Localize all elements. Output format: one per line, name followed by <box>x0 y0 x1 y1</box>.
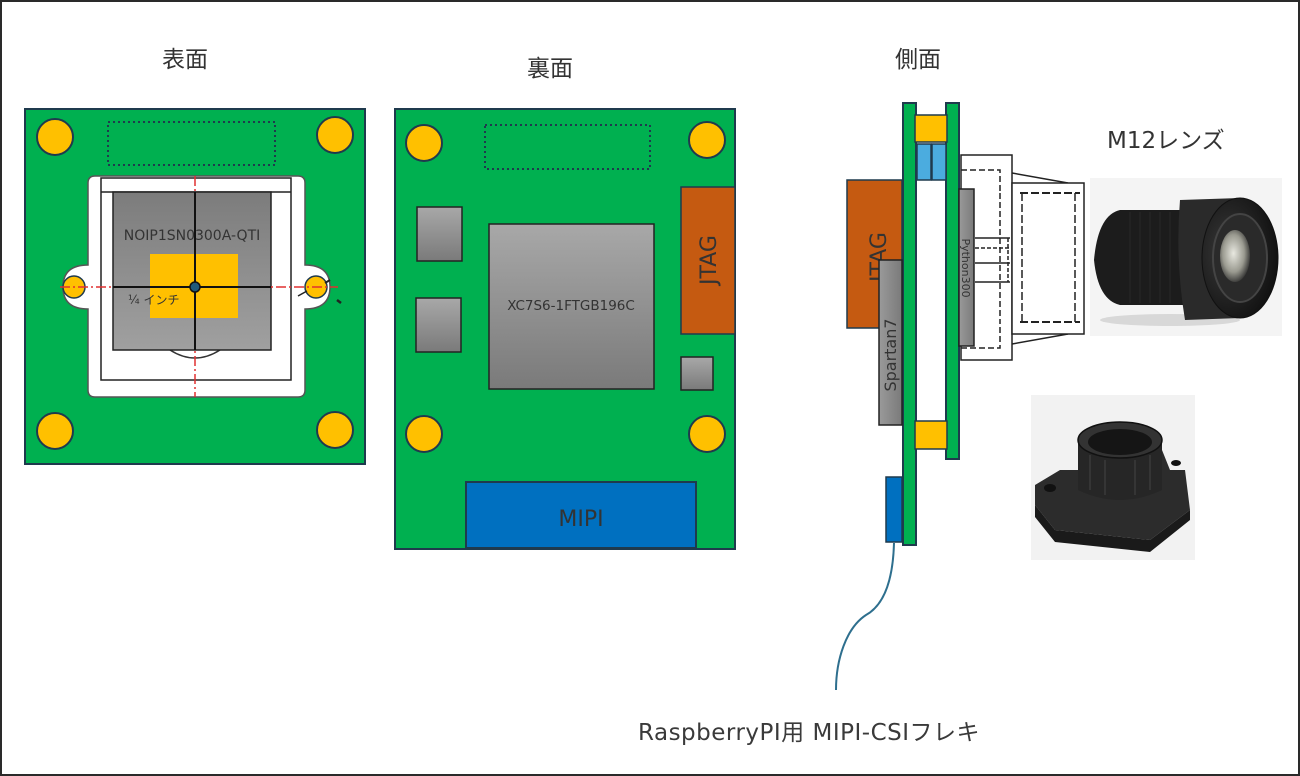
small-ic <box>680 356 714 391</box>
mipi-connector <box>465 481 697 549</box>
sensor-side <box>958 188 975 347</box>
lens-title: M12レンズ <box>1107 128 1225 154</box>
connector-footprint <box>484 124 651 170</box>
mount-hole <box>36 118 74 156</box>
mount-hole <box>405 124 443 162</box>
small-ic <box>416 206 463 262</box>
fpga-part-label: XC7S6-1FTGB196C <box>507 298 635 314</box>
lens-glass <box>1220 230 1250 282</box>
mount-hole <box>688 415 726 453</box>
front-pcb: NOIP1SN0300A-QTI ¼ インチ <box>24 108 366 465</box>
fpga-chip <box>488 223 655 390</box>
back-pcb: XC7S6-1FTGB196C JTAG MIPI <box>394 108 736 550</box>
side-sensor-label: Python300 <box>959 238 972 297</box>
small-ic <box>415 297 462 353</box>
mount-hole <box>688 121 726 159</box>
mipi-connector-side <box>885 476 903 543</box>
side-fpga-label: Spartan7 <box>881 318 900 391</box>
side-view-title: 側面 <box>895 47 941 73</box>
mount-hole <box>316 411 354 449</box>
mount-hole <box>316 116 354 154</box>
cable-caption: RaspberryPI用 MIPI-CSIフレキ <box>638 720 981 746</box>
mount-hole <box>405 415 443 453</box>
m12-lens-image <box>1090 178 1282 336</box>
standoff <box>914 420 948 450</box>
jtag-label: JTAG <box>697 235 722 287</box>
board-connector <box>916 143 932 181</box>
optical-format-label: ¼ インチ <box>128 293 179 307</box>
mount-hole <box>36 412 74 450</box>
fpga-side <box>878 259 903 426</box>
jtag-connector <box>680 186 736 335</box>
back-view-title: 裏面 <box>527 56 573 82</box>
lens-holder-image <box>1031 395 1195 560</box>
front-view-title: 表面 <box>162 47 208 73</box>
mipi-flex-cable <box>835 542 895 691</box>
optical-center <box>189 281 201 293</box>
sensor-part-label: NOIP1SN0300A-QTI <box>124 228 261 244</box>
board-connector <box>931 143 947 181</box>
side-assembly: JTAG Spartan7 Python300 <box>835 102 1085 691</box>
standoff <box>914 114 948 143</box>
rear-pcb-side <box>902 102 917 546</box>
mipi-label: MIPI <box>558 507 603 532</box>
lens-holder-side <box>960 154 1085 361</box>
front-pcb-side <box>945 102 960 460</box>
